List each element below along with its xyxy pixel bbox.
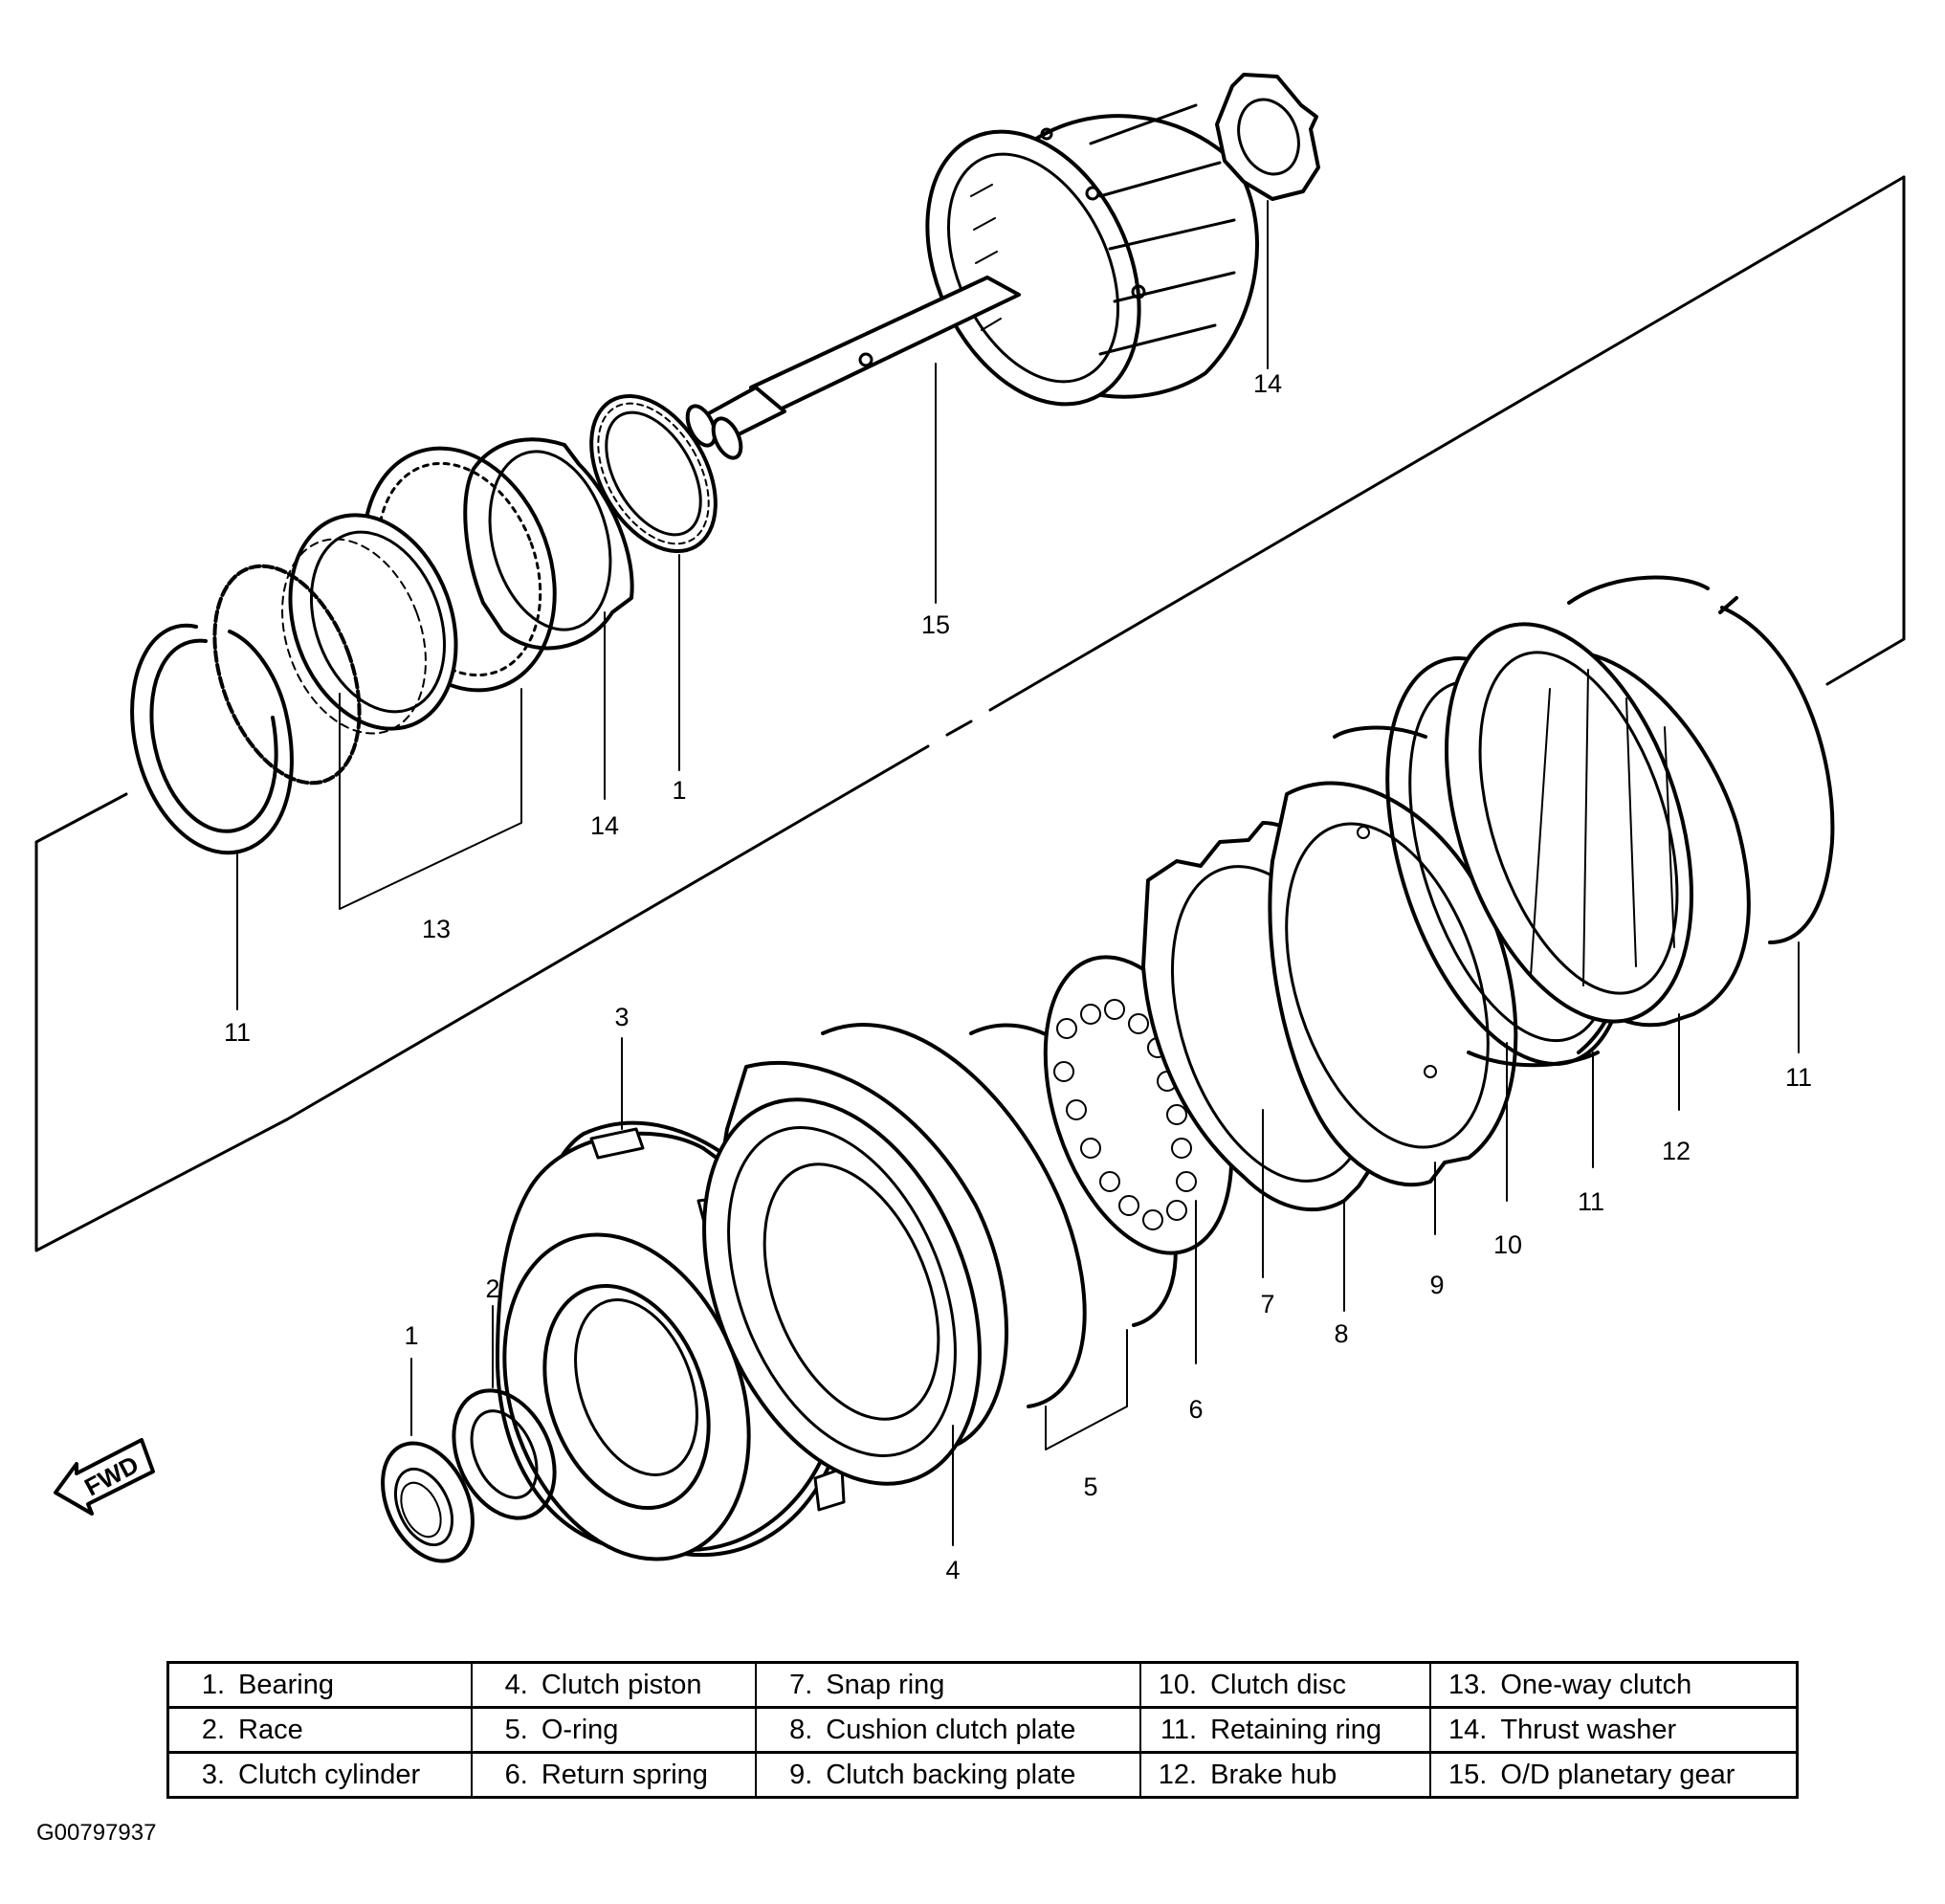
legend-part-number: 1.	[201, 1669, 225, 1700]
legend-part-number: 11.	[1160, 1714, 1198, 1745]
legend-cell: 3. Clutch cylinder	[166, 1751, 473, 1799]
legend-part-name: Clutch disc	[1210, 1669, 1346, 1700]
legend-part-name: O-ring	[541, 1714, 619, 1745]
callout-10: 10	[1493, 1230, 1522, 1259]
callout-4: 4	[945, 1556, 960, 1584]
legend-cell: 8. Cushion clutch plate	[755, 1706, 1142, 1754]
callout-14-upper: 14	[1253, 369, 1282, 398]
legend-row: 1. Bearing 4. Clutch piston 7. Snap ring 10. Cl…	[166, 1661, 1799, 1709]
legend-part-name: Clutch backing plate	[826, 1759, 1076, 1790]
callout-labels: 14 15 1 14 13 11 3 2 1 4 5 6 7 8 9 10 11…	[224, 369, 1812, 1584]
legend-row: 3. Clutch cylinder 6. Return spring 9. Clutch…	[166, 1751, 1799, 1799]
retaining-ring-left	[130, 623, 294, 855]
legend-part-name: Brake hub	[1210, 1759, 1337, 1790]
legend-part-number: 13.	[1448, 1669, 1488, 1700]
legend-part-number: 4.	[504, 1669, 528, 1700]
legend-part-name: Snap ring	[826, 1669, 945, 1700]
legend-cell: 15. O/D planetary gear	[1429, 1751, 1799, 1799]
legend-part-number: 5.	[504, 1714, 528, 1745]
legend-part-number: 3.	[201, 1759, 225, 1790]
legend-part-name: Retaining ring	[1210, 1714, 1382, 1745]
legend-cell: 10. Clutch disc	[1139, 1661, 1432, 1709]
legend-cell: 1. Bearing	[166, 1661, 473, 1709]
legend-part-name: Return spring	[541, 1759, 708, 1790]
clutch-piston	[702, 1061, 1008, 1486]
legend-part-name: Clutch piston	[541, 1669, 702, 1700]
legend-part-name: Thrust washer	[1500, 1714, 1677, 1745]
forward-direction-arrow: FWD	[54, 1438, 155, 1516]
legend-cell: 11. Retaining ring	[1139, 1706, 1432, 1754]
legend-part-number: 15.	[1448, 1759, 1488, 1790]
callout-12: 12	[1662, 1137, 1691, 1165]
legend-part-name: Bearing	[238, 1669, 334, 1700]
callout-3: 3	[614, 1003, 629, 1031]
leader-lines	[236, 200, 1800, 1546]
legend-body: 1. Bearing 4. Clutch piston 7. Snap ring 10. Cl…	[166, 1661, 1799, 1799]
legend-part-name: Cushion clutch plate	[826, 1714, 1076, 1745]
thrust-washer-left	[463, 437, 634, 651]
callout-13: 13	[422, 915, 451, 943]
frame-lines	[34, 175, 1906, 1252]
legend-part-number: 9.	[789, 1759, 813, 1790]
retaining-rings-right	[1467, 575, 1835, 1068]
legend-cell: 2. Race	[166, 1706, 473, 1754]
callout-2: 2	[485, 1274, 499, 1303]
legend-cell: 4. Clutch piston	[470, 1661, 758, 1709]
legend-cell: 7. Snap ring	[755, 1661, 1142, 1709]
legend-cell: 6. Return spring	[470, 1751, 758, 1799]
legend-part-number: 12.	[1158, 1759, 1198, 1790]
figure-id: G00797937	[36, 1820, 157, 1846]
legend-part-number: 2.	[201, 1714, 225, 1745]
brake-hub	[1445, 622, 1751, 1028]
legend-row: 2. Race 5. O-ring 8. Cushion clutch plate 11. R…	[166, 1706, 1799, 1754]
legend-cell: 14. Thrust washer	[1429, 1706, 1799, 1754]
callout-1-lower: 1	[404, 1321, 418, 1350]
legend-part-number: 6.	[504, 1759, 528, 1790]
thrust-washer-upper	[1215, 73, 1320, 201]
legend-cell: 9. Clutch backing plate	[755, 1751, 1142, 1799]
callout-8: 8	[1334, 1319, 1348, 1348]
callout-9: 9	[1429, 1271, 1444, 1299]
callout-15: 15	[921, 610, 950, 639]
callout-1-upper: 1	[672, 776, 686, 805]
callout-6: 6	[1188, 1395, 1203, 1424]
legend-part-number: 14.	[1448, 1714, 1488, 1745]
legend-part-name: O/D planetary gear	[1500, 1759, 1735, 1790]
legend-part-number: 7.	[789, 1669, 813, 1700]
bearing-lower	[381, 1441, 475, 1563]
od-planetary-gear	[685, 103, 1259, 460]
legend-cell: 13. One-way clutch	[1429, 1661, 1799, 1709]
legend-cell: 12. Brake hub	[1139, 1751, 1432, 1799]
legend-part-name: One-way clutch	[1500, 1669, 1692, 1700]
legend-part-number: 8.	[789, 1714, 813, 1745]
legend-part-number: 10.	[1158, 1669, 1198, 1700]
callout-11-mid: 11	[1578, 1187, 1604, 1216]
parts-legend-table: 1. Bearing 4. Clutch piston 7. Snap ring 10. Cl…	[166, 1661, 1799, 1799]
legend-part-name: Clutch cylinder	[238, 1759, 421, 1790]
legend-part-name: Race	[238, 1714, 303, 1745]
legend-cell: 5. O-ring	[470, 1706, 758, 1754]
one-way-clutch	[212, 446, 557, 786]
callout-11-left: 11	[224, 1018, 251, 1047]
callout-7: 7	[1260, 1290, 1274, 1318]
race	[452, 1388, 557, 1520]
callout-14-left: 14	[590, 811, 619, 840]
clutch-backing-plate	[1268, 781, 1518, 1187]
callout-5: 5	[1083, 1472, 1097, 1501]
callout-11-right: 11	[1785, 1063, 1812, 1092]
